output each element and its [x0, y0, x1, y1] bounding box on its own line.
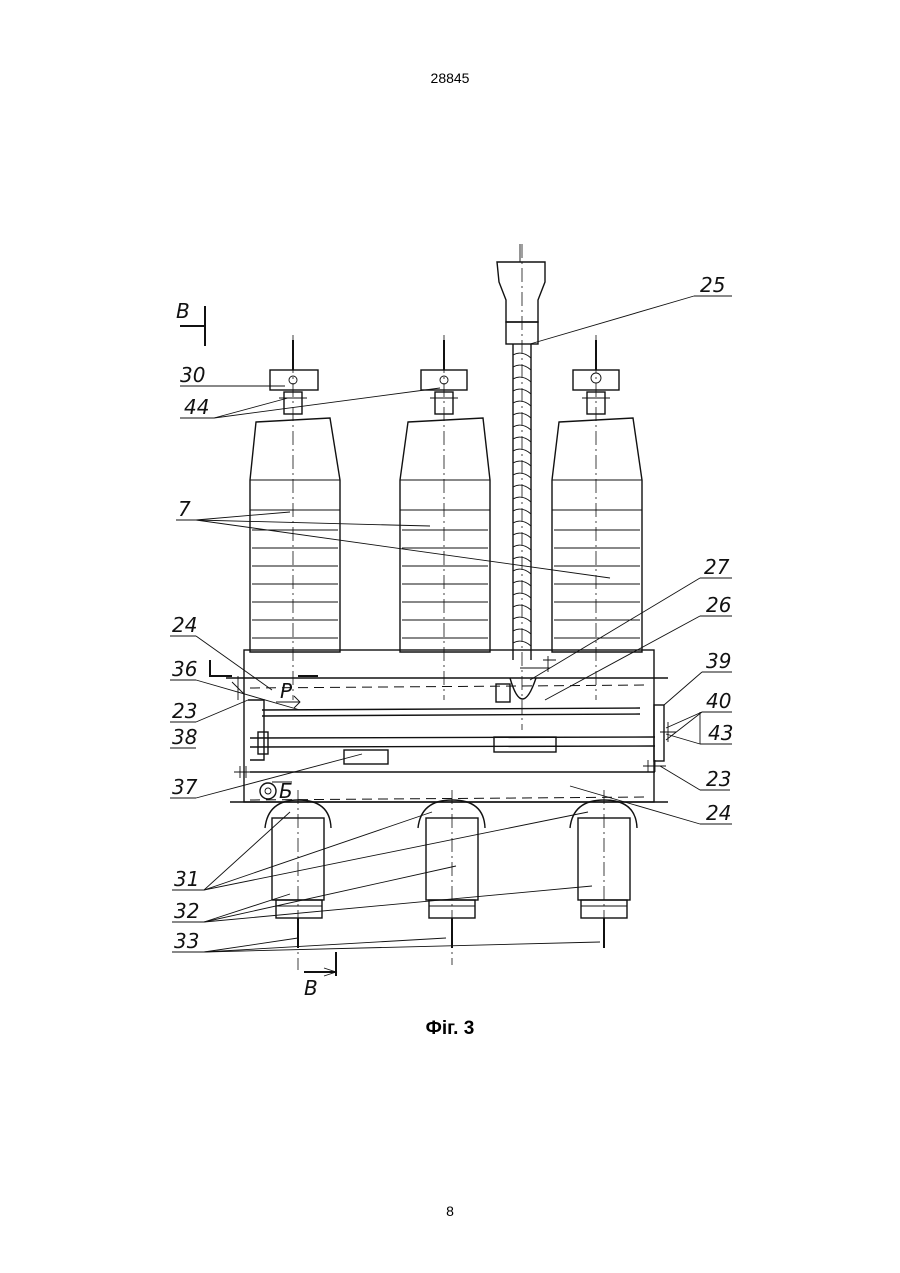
- callout-30: 30: [180, 363, 205, 387]
- callout-31: 31: [174, 867, 199, 891]
- callout-25: 25: [700, 273, 725, 297]
- callout-23-left: 23: [172, 699, 197, 723]
- insulator-right: [552, 335, 642, 700]
- callout-24-top: 24: [172, 613, 197, 637]
- section-mark-bottom: B: [304, 952, 336, 1000]
- callout-7: 7: [178, 497, 191, 521]
- callout-44: 44: [184, 395, 209, 419]
- section-mark-top-label: B: [176, 299, 190, 323]
- base-housing: P Б: [210, 650, 676, 803]
- section-mark-top: B: [176, 299, 205, 346]
- callout-32: 32: [174, 899, 199, 923]
- callout-24-bottom: 24: [706, 801, 731, 825]
- callout-26: 26: [706, 593, 731, 617]
- callout-38: 38: [172, 725, 197, 749]
- figure-caption: Фіг. 3: [0, 1018, 900, 1040]
- drive-column: [497, 244, 545, 730]
- callout-40: 40: [706, 689, 731, 713]
- insulator-middle: [400, 335, 490, 700]
- insulator-left: [250, 335, 340, 700]
- callout-23-right: 23: [706, 767, 731, 791]
- callout-27: 27: [704, 555, 730, 579]
- section-mark-bottom-label: B: [304, 976, 318, 1000]
- view-mark-b: Б: [279, 779, 293, 803]
- callout-39: 39: [706, 649, 731, 673]
- page-number: 8: [0, 1203, 900, 1219]
- view-mark-p: P: [280, 679, 293, 703]
- callout-37: 37: [172, 775, 198, 799]
- callout-36: 36: [172, 657, 197, 681]
- lower-insulator-left: [265, 790, 331, 970]
- callout-33: 33: [174, 929, 199, 953]
- callout-43: 43: [708, 721, 733, 745]
